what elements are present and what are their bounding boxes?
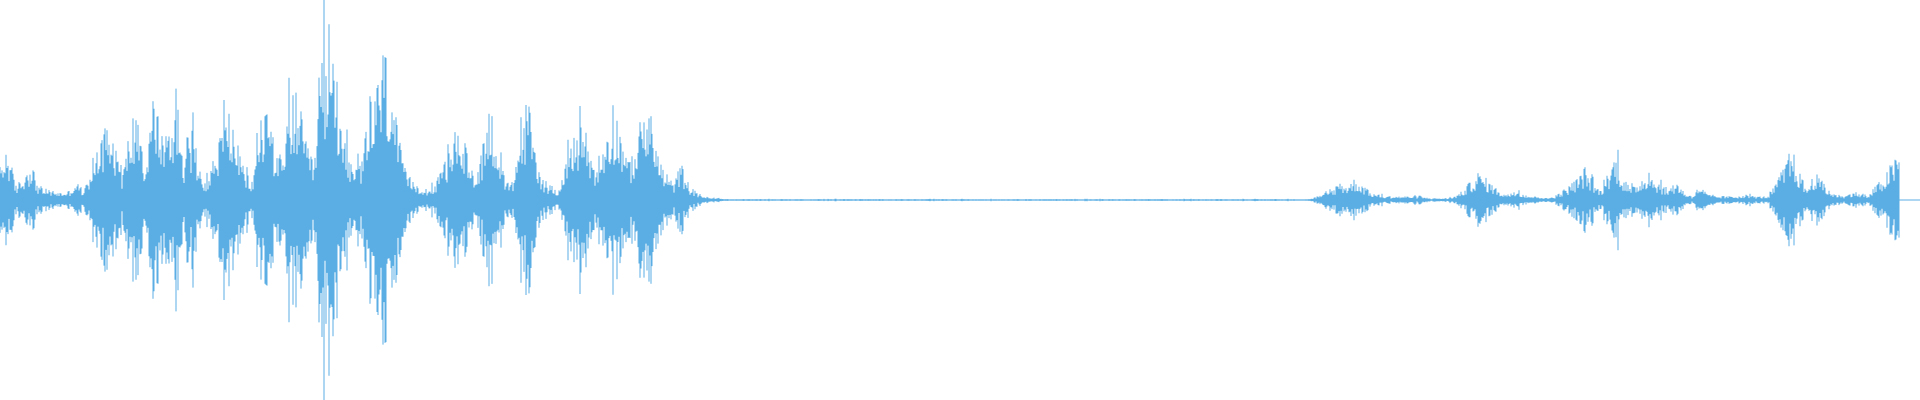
waveform-samples [0, 0, 1900, 400]
audio-waveform[interactable] [0, 0, 1920, 400]
waveform-graphic [0, 0, 1920, 400]
